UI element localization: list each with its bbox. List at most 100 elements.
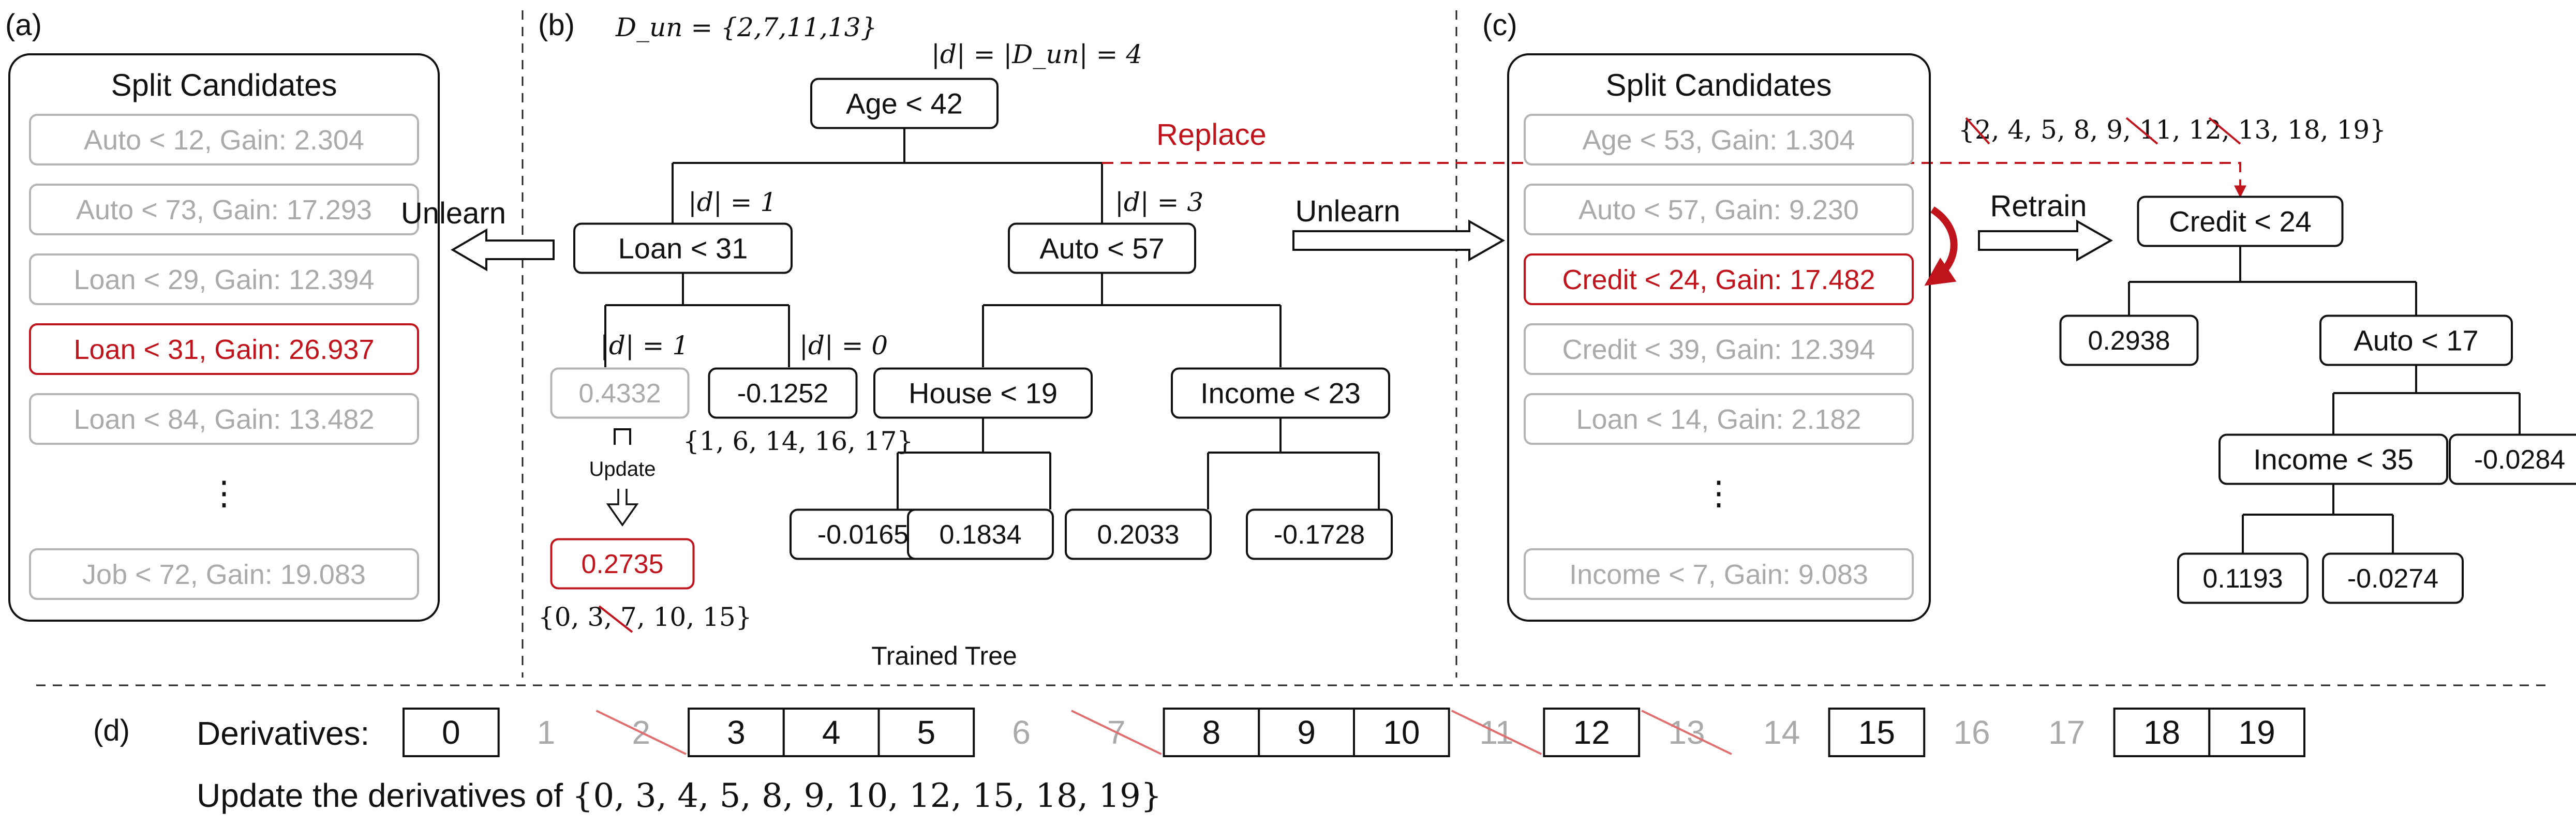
unlearn-left-label: Unlearn: [401, 197, 506, 230]
panel-d-label: (d): [93, 714, 130, 747]
panel-a-candidate-2: Loan < 29, Gain: 12.394: [30, 254, 418, 304]
panel-a-candidate-0-text: Auto < 12, Gain: 2.304: [84, 125, 364, 156]
panel-c-title: Split Candidates: [1606, 68, 1832, 102]
d-leaf-a-label: |d| = 1: [600, 331, 689, 361]
node-root: Age < 42: [811, 79, 997, 128]
derivative-cell-10: 10: [1354, 709, 1449, 756]
derivative-cell-2: 2: [596, 711, 686, 754]
tree-c-edges: [2129, 246, 2520, 553]
unlearn-right-label: Unlearn: [1295, 194, 1400, 228]
derivative-cell-16: 16: [1953, 714, 1990, 751]
leaf-new-set-part-2: , 10, 15}: [637, 602, 752, 632]
leaf-2-text: -0.1252: [737, 379, 828, 409]
derivative-cell-5: 5: [879, 709, 974, 756]
derivative-cell-4-text: 4: [822, 714, 841, 751]
leaf-bottom-2: 0.2033: [1066, 510, 1211, 559]
leaf-2-set: {1, 6, 14, 16, 17}: [683, 426, 913, 456]
node-auto: Auto < 57: [1009, 224, 1195, 273]
leaf-new-set-part-1: 7: [620, 602, 637, 632]
curved-select-arrow: [1932, 209, 1954, 279]
c-leaf-d: -0.0274: [2323, 554, 2463, 603]
leaf-old-text: 0.4332: [578, 379, 661, 409]
d-auto-label: |d| = 3: [1115, 187, 1203, 217]
c-leaf-c: 0.1193: [2178, 554, 2307, 603]
derivative-cell-1-text: 1: [537, 714, 556, 751]
panel-c-candidate-5: Income < 7, Gain: 9.083: [1525, 549, 1913, 599]
replace-label: Replace: [1156, 118, 1267, 152]
panel-c-set-part-5: 13: [2238, 115, 2271, 145]
panel-c-candidate-0-text: Age < 53, Gain: 1.304: [1583, 125, 1855, 156]
derivative-cell-8: 8: [1164, 709, 1259, 756]
derivative-cell-18-text: 18: [2143, 714, 2180, 751]
derivatives-label: Derivatives:: [197, 715, 369, 752]
panel-c-remaining-set: {2, 4, 5, 8, 9, 11, 12, 13, 18, 19}: [1958, 115, 2386, 145]
panel-c-candidate-4: Loan < 14, Gain: 2.182: [1525, 394, 1913, 444]
derivative-cell-11: 11: [1452, 711, 1542, 754]
node-income-text: Income < 23: [1200, 377, 1361, 410]
panel-a-candidate-4: Loan < 84, Gain: 13.482: [30, 394, 418, 444]
leaf-bottom-3: -0.1728: [1247, 510, 1392, 559]
leaf-bottom-1: 0.1834: [908, 510, 1053, 559]
derivative-cell-12: 12: [1544, 709, 1639, 756]
node-auto-text: Auto < 57: [1039, 232, 1164, 265]
panel-a-title: Split Candidates: [111, 68, 337, 102]
panel-c-candidate-3: Credit < 39, Gain: 12.394: [1525, 324, 1913, 374]
c-node-income-text: Income < 35: [2253, 443, 2414, 476]
panel-c-candidate-1-text: Auto < 57, Gain: 9.230: [1579, 194, 1859, 226]
panel-a-candidate-3: Loan < 31, Gain: 26.937: [30, 324, 418, 374]
derivative-cell-10-text: 10: [1383, 714, 1420, 751]
panel-c-candidate-5-text: Income < 7, Gain: 9.083: [1569, 559, 1868, 590]
node-house: House < 19: [874, 369, 1092, 418]
panel-a-candidate-1: Auto < 73, Gain: 17.293: [30, 185, 418, 234]
derivative-cell-17-text: 17: [2048, 714, 2085, 751]
panel-c-ellipsis: ⋮: [1702, 474, 1735, 512]
derivative-cell-3: 3: [689, 709, 784, 756]
derivative-cell-18: 18: [2115, 709, 2210, 756]
node-loan-text: Loan < 31: [618, 232, 748, 265]
panel-c-set-part-2: , 4, 5, 8, 9,: [1991, 115, 2139, 145]
c-leaf-a-text: 0.2938: [2088, 326, 2170, 356]
derivative-cell-3-text: 3: [727, 714, 746, 751]
update-label: Update: [589, 458, 656, 480]
node-root-text: Age < 42: [846, 87, 963, 120]
update-derivatives-line: Update the derivatives of {0, 3, 4, 5, 8…: [197, 777, 1162, 815]
panel-a-ellipsis: ⋮: [207, 474, 241, 512]
c-node-income: Income < 35: [2220, 435, 2447, 484]
derivative-cell-5-text: 5: [917, 714, 936, 751]
c-leaf-d-text: -0.0274: [2347, 564, 2438, 594]
panel-c-candidate-3-text: Credit < 39, Gain: 12.394: [1562, 334, 1875, 365]
c-node-root-text: Credit < 24: [2169, 205, 2312, 238]
derivative-cell-14: 14: [1763, 714, 1800, 751]
dun-set: D_un = {2,7,11,13}: [615, 12, 877, 42]
panel-c-candidate-1: Auto < 57, Gain: 9.230: [1525, 185, 1913, 234]
leaf-old: 0.4332: [552, 369, 689, 418]
c-node-auto-text: Auto < 17: [2354, 324, 2478, 357]
derivative-cell-8-text: 8: [1202, 714, 1221, 751]
derivative-cell-7: 7: [1071, 711, 1162, 754]
derivative-cell-13: 13: [1642, 711, 1732, 754]
update-arrow: [608, 489, 637, 525]
derivative-cell-14-text: 14: [1763, 714, 1800, 751]
leaf-new-text: 0.2735: [581, 549, 663, 579]
leaf-bottom-1-text: 0.1834: [939, 520, 1021, 550]
d-loan-label: |d| = 1: [688, 187, 777, 217]
panel-a-candidate-5: Job < 72, Gain: 19.083: [30, 549, 418, 599]
panel-a-label: (a): [5, 8, 42, 42]
derivative-cell-0-text: 0: [442, 714, 460, 751]
derivative-cell-0: 0: [404, 709, 499, 756]
tree-c-nodes: Credit < 24 0.2938 Auto < 17 Income < 35 -0.…: [2061, 197, 2576, 603]
update-prefix: Update the derivatives of: [197, 777, 572, 814]
panel-a-candidate-1-text: Auto < 73, Gain: 17.293: [76, 194, 372, 226]
panel-a-candidate-0: Auto < 12, Gain: 2.304: [30, 115, 418, 164]
panel-c-candidate-4-text: Loan < 14, Gain: 2.182: [1576, 404, 1862, 435]
derivative-cell-1: 1: [537, 714, 556, 751]
derivative-cell-6: 6: [1012, 714, 1031, 751]
trained-tree-caption: Trained Tree: [871, 641, 1017, 670]
panel-c-candidate-2-text: Credit < 24, Gain: 17.482: [1562, 264, 1875, 295]
panel-c-set-part-6: , 18, 19}: [2271, 115, 2386, 145]
c-node-auto: Auto < 17: [2320, 316, 2512, 365]
